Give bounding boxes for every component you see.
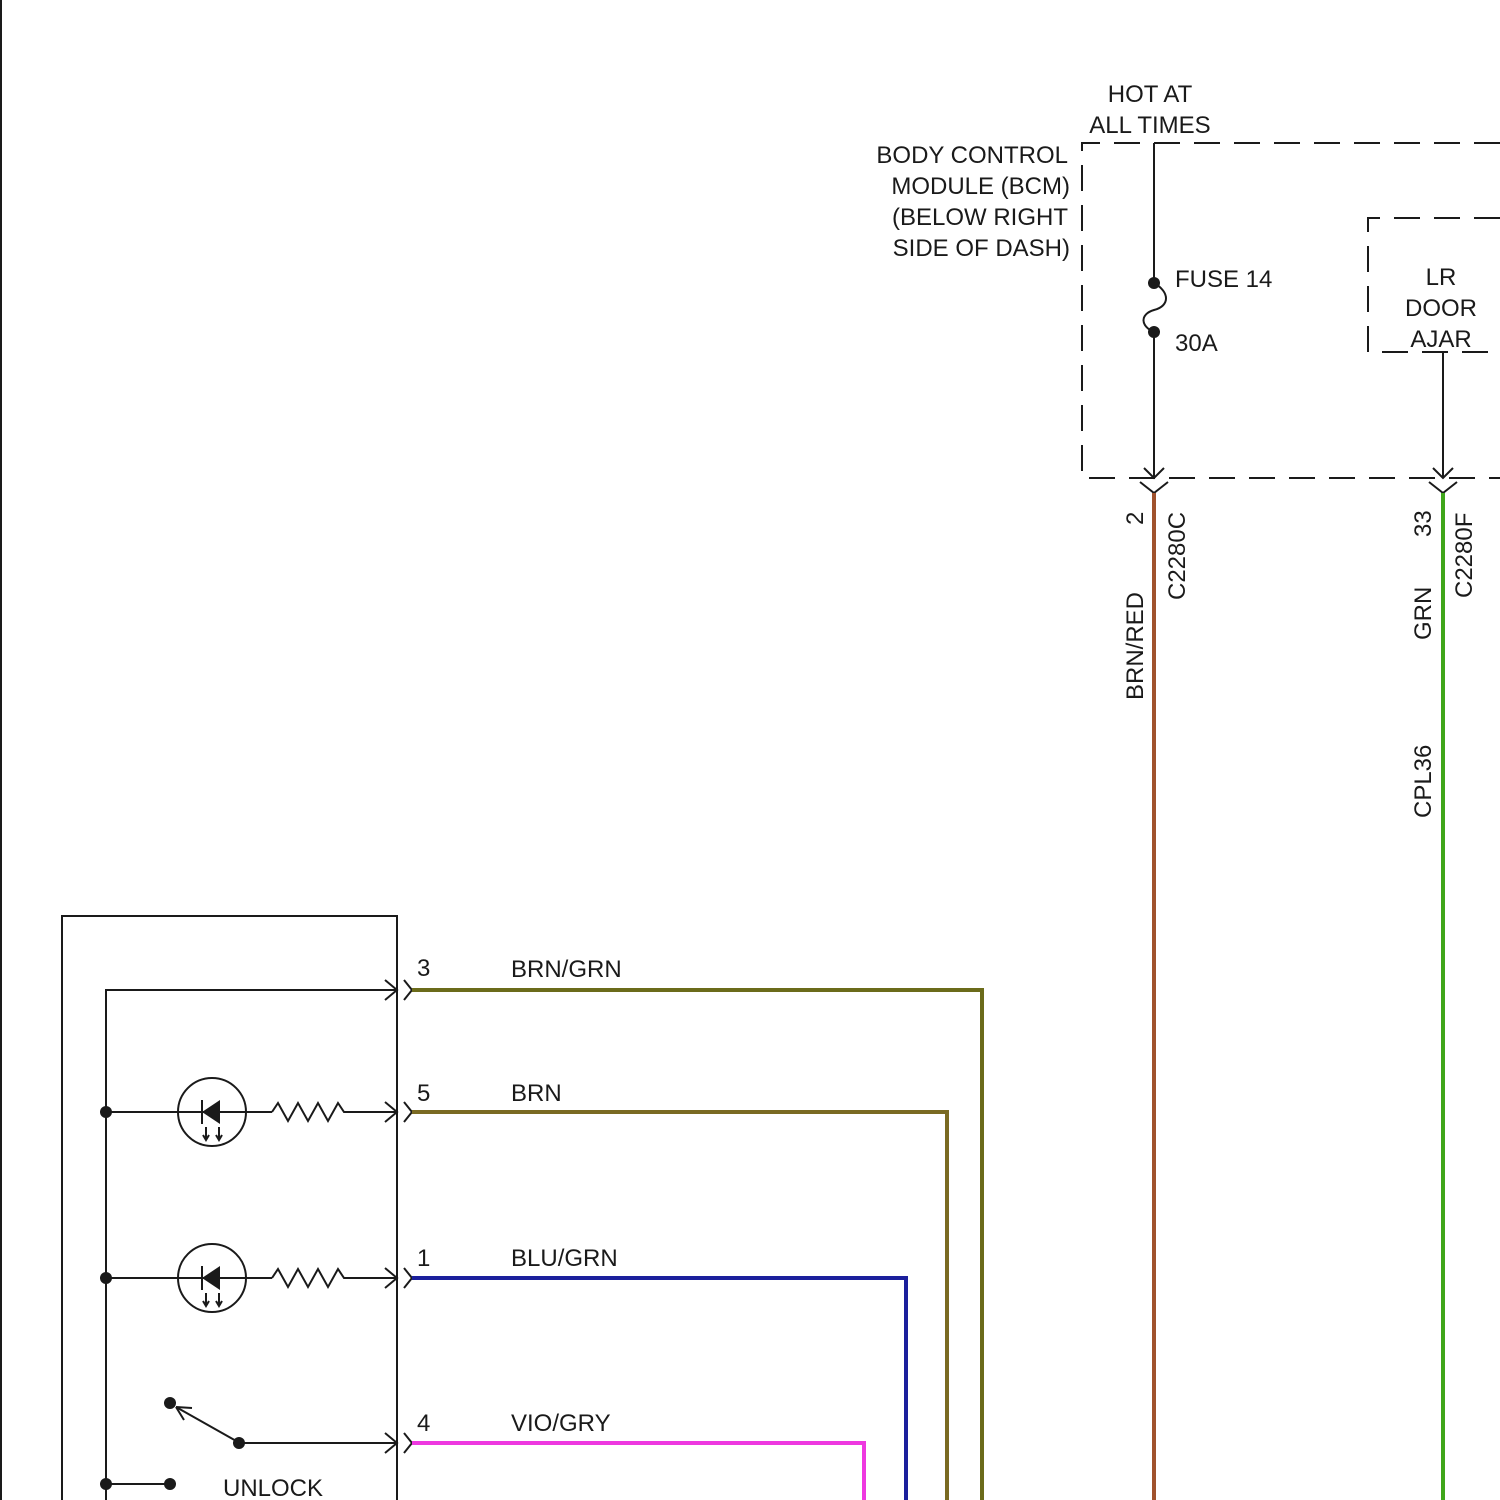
bcm-title-line-2: MODULE (BCM) bbox=[891, 173, 1070, 200]
fuse-rating-label: 30A bbox=[1175, 330, 1218, 357]
wire-blu-grn-color: BLU/GRN bbox=[511, 1245, 618, 1272]
pin-3-cup bbox=[404, 980, 412, 1000]
lr-door-ajar-label-3: AJAR bbox=[1410, 326, 1471, 353]
wire-brn-grn bbox=[412, 990, 982, 1500]
switch-contact-top bbox=[164, 1397, 176, 1409]
wire-vio-gry-pin: 4 bbox=[417, 1410, 430, 1437]
wire-grn-circuit: CPL36 bbox=[1410, 745, 1437, 818]
connector-cup-33 bbox=[1429, 482, 1457, 493]
pin-5-cup bbox=[404, 1102, 412, 1122]
bcm-title-line-3: (BELOW RIGHT bbox=[892, 204, 1068, 231]
bcm-wires: 2 C2280C BRN/RED 33 C2280F GRN CPL36 bbox=[1122, 493, 1478, 1500]
wire-grn-pin: 33 bbox=[1410, 510, 1437, 537]
bcm-title-line-4: SIDE OF DASH) bbox=[893, 235, 1070, 262]
wire-brn-red-pin: 2 bbox=[1122, 512, 1149, 525]
switch-outline bbox=[62, 916, 397, 1500]
unlock-contact-dot bbox=[164, 1478, 176, 1490]
led-1-light-arrows bbox=[203, 1293, 222, 1306]
pin-1-cup bbox=[404, 1268, 412, 1288]
wire-brn-grn-pin: 3 bbox=[417, 955, 430, 982]
connector-cup-2 bbox=[1140, 482, 1168, 493]
resistor-5 bbox=[272, 1103, 397, 1121]
pin-4-cup bbox=[404, 1433, 412, 1453]
wire-brn-red-color: BRN/RED bbox=[1122, 592, 1149, 700]
unlock-label: UNLOCK bbox=[223, 1475, 323, 1500]
common-bus bbox=[106, 990, 397, 1500]
wire-blu-grn bbox=[412, 1278, 906, 1500]
led-5-light-arrows bbox=[203, 1127, 222, 1140]
led-5-triangle bbox=[202, 1100, 220, 1124]
resistor-1 bbox=[272, 1269, 397, 1287]
lr-door-ajar-label-1: LR bbox=[1426, 264, 1457, 291]
wire-blu-grn-pin: 1 bbox=[417, 1245, 430, 1272]
led-1-triangle bbox=[202, 1266, 220, 1290]
fuse-name-label: FUSE 14 bbox=[1175, 266, 1272, 293]
wire-brn-color: BRN bbox=[511, 1080, 562, 1107]
wire-vio-gry-color: VIO/GRY bbox=[511, 1410, 611, 1437]
wire-grn-connector: C2280F bbox=[1451, 513, 1478, 598]
switch-assembly: UNLOCK bbox=[62, 916, 412, 1500]
hot-at-all-times-label-2: ALL TIMES bbox=[1089, 112, 1210, 139]
bcm-title-line-1: BODY CONTROL bbox=[876, 142, 1068, 169]
wire-grn-color: GRN bbox=[1410, 587, 1437, 640]
wire-brn-red-connector: C2280C bbox=[1164, 512, 1191, 600]
wire-vio-gry bbox=[412, 1443, 864, 1500]
lr-door-ajar-label-2: DOOR bbox=[1405, 295, 1477, 322]
switch-blade bbox=[176, 1407, 238, 1442]
switch-wires: 3 BRN/GRN 5 BRN 1 BLU/GRN 4 VIO/GRY bbox=[412, 955, 982, 1500]
wire-brn-grn-color: BRN/GRN bbox=[511, 956, 622, 983]
fuse-symbol bbox=[1144, 283, 1167, 332]
hot-at-all-times-label: HOT AT bbox=[1108, 81, 1193, 108]
wire-brn-pin: 5 bbox=[417, 1080, 430, 1107]
bcm-block: HOT AT ALL TIMES BODY CONTROL MODULE (BC… bbox=[876, 81, 1500, 493]
